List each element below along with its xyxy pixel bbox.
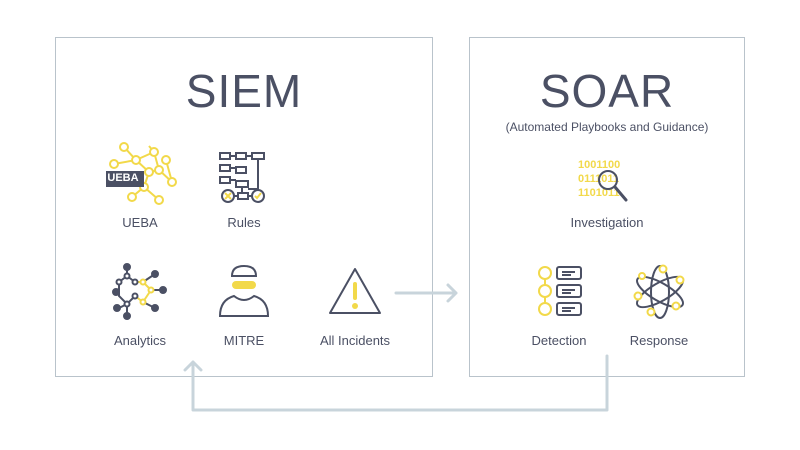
- ueba-badge: UEBA: [107, 172, 139, 184]
- response-label: Response: [629, 333, 689, 348]
- siem-to-soar-arrow: [394, 283, 458, 303]
- all-incidents-label: All Incidents: [319, 333, 391, 348]
- mitre-label: MITRE: [223, 333, 265, 348]
- siem-box: [55, 37, 433, 377]
- warning-triangle-icon: [329, 268, 381, 314]
- masked-attacker-icon: [218, 264, 270, 317]
- analytics-graph-icon: [112, 263, 167, 320]
- binary-row: 1001100: [578, 159, 620, 171]
- soar-title: SOAR: [539, 65, 675, 117]
- rules-label: Rules: [227, 215, 261, 230]
- binary-row: 1101011: [578, 187, 620, 199]
- atom-icon: [633, 264, 685, 319]
- ueba-network-icon: [106, 142, 177, 205]
- rules-flowchart-icon: [219, 152, 265, 203]
- detection-list-icon: [538, 266, 582, 316]
- soar-subtitle: (Automated Playbooks and Guidance): [505, 120, 709, 134]
- analytics-label: Analytics: [113, 333, 167, 348]
- soar-to-siem-loop-arrow: [183, 354, 609, 412]
- ueba-label: UEBA: [122, 215, 158, 230]
- siem-title: SIEM: [185, 65, 303, 117]
- investigation-label: Investigation: [570, 215, 644, 230]
- detection-label: Detection: [531, 333, 587, 348]
